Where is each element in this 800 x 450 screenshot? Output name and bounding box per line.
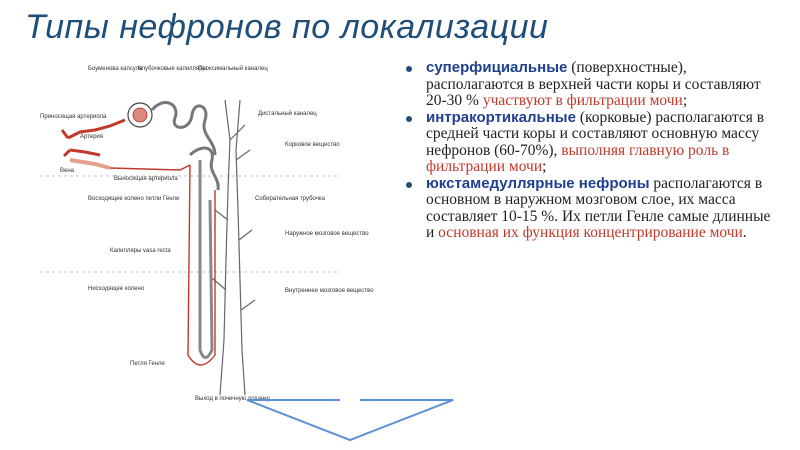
highlight-juxtamedullary: основная их функция концентрирование моч… — [438, 224, 743, 241]
label-distal: Дистальный каналец — [258, 110, 317, 117]
page-title: Типы нефронов по локализации — [25, 8, 548, 47]
label-artery: Артерия — [80, 134, 103, 140]
loop-of-henle — [200, 160, 212, 358]
list-item: интракортикальные (корковые) располагают… — [402, 110, 782, 176]
down-arrow-icon — [245, 398, 455, 442]
label-ascending: Восходящее колено петли Генле — [88, 196, 180, 202]
term-superficial: суперфициальные — [426, 59, 567, 76]
tail-juxtamedullary: . — [743, 224, 747, 241]
bullet-dot — [406, 182, 412, 188]
label-outer-medulla: Наружное мозговое вещество — [285, 231, 369, 237]
label-loop: Петля Генле — [130, 361, 165, 367]
label-bowman: Боуменова капсула — [88, 66, 143, 72]
label-capillaries: Капилляры vasa recta — [110, 248, 171, 254]
nephron-illustration: Боуменова капсула Клубочковые капилляры … — [40, 60, 420, 420]
term-juxtamedullary: юкстамедуллярные нефроны — [426, 175, 650, 192]
label-collecting: Собирательная трубочка — [255, 196, 326, 202]
label-inner-medulla: Внутреннее мозговое вещество — [285, 288, 374, 294]
label-proximal: Проксимальный каналец — [198, 65, 268, 72]
label-descending: Нисходящее колено — [88, 286, 145, 292]
bullet-dot — [406, 116, 412, 122]
tail-superficial: ; — [683, 92, 687, 109]
list-item: суперфициальные (поверхностные), распола… — [402, 60, 782, 110]
tail-intracortical: ; — [542, 158, 546, 175]
label-efferent: Выносящая артериола — [114, 176, 178, 182]
nephron-types-list: суперфициальные (поверхностные), распола… — [402, 60, 782, 242]
term-intracortical: интракортикальные — [426, 109, 576, 126]
label-afferent: Приносящая артериола — [40, 114, 107, 120]
highlight-superficial: участвуют в фильтрации мочи — [483, 92, 683, 109]
label-glomerulus: Клубочковые капилляры — [138, 66, 207, 72]
nephron-diagram: Боуменова капсула Клубочковые капилляры … — [40, 60, 420, 420]
vein — [70, 160, 110, 168]
label-cortex: Корковое вещество — [285, 142, 340, 148]
glomerulus — [133, 108, 147, 122]
list-item: юкстамедуллярные нефроны располагаются в… — [402, 176, 782, 242]
efferent-arteriole — [110, 165, 190, 170]
collecting-duct-tree — [212, 100, 255, 395]
bullet-dot — [406, 66, 412, 72]
label-vein: Вена — [60, 168, 75, 174]
